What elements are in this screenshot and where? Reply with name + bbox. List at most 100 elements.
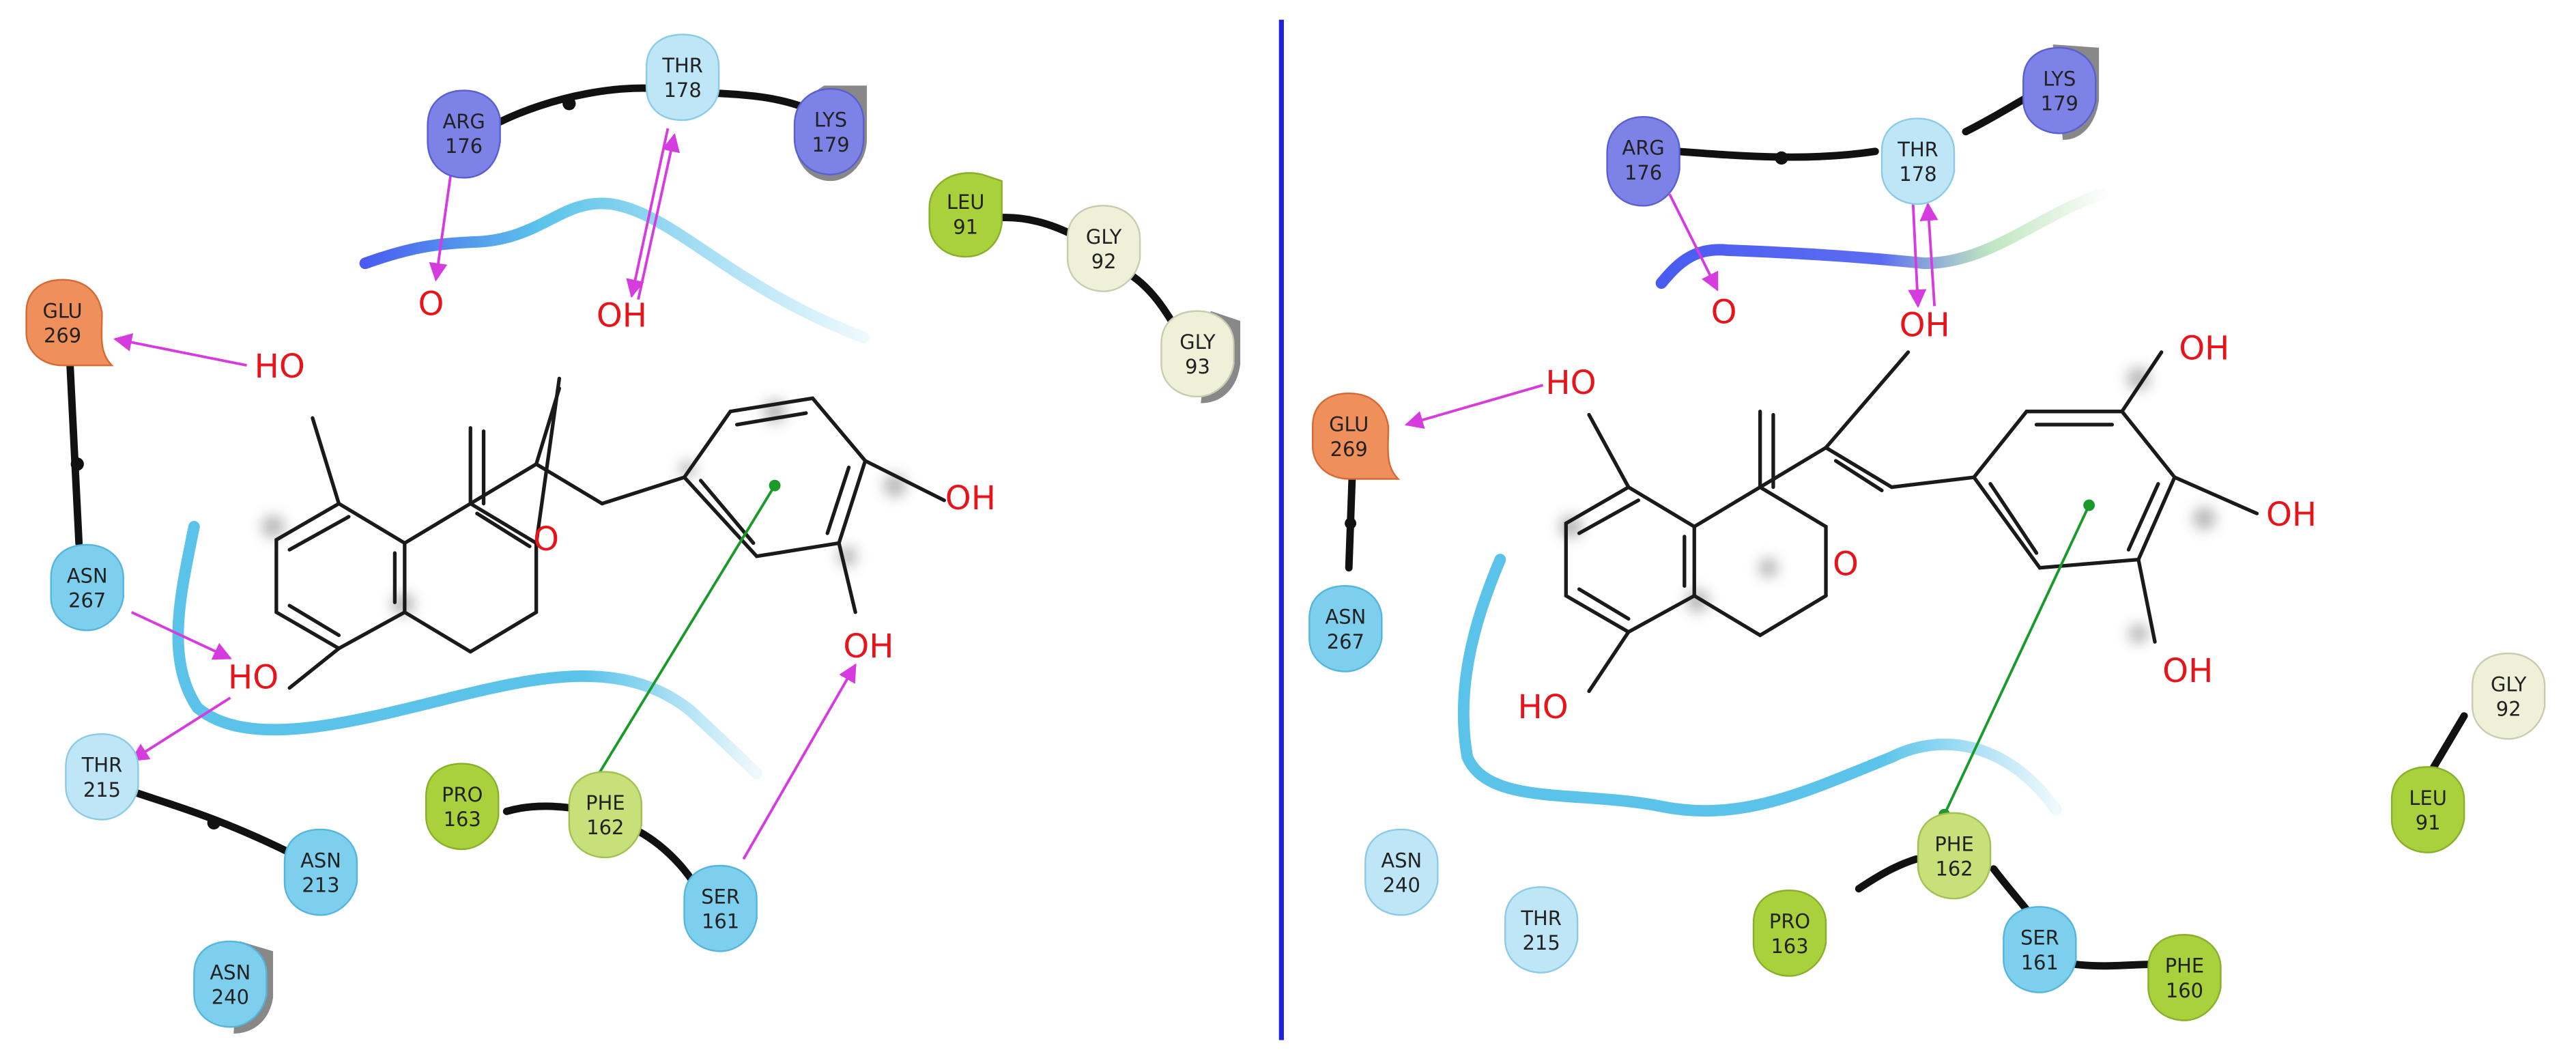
residue-phe160[interactable]: PHE 160 bbox=[2147, 934, 2222, 1021]
svg-text:215: 215 bbox=[1523, 931, 1560, 954]
hydroxyl-5-prime: OH bbox=[2162, 652, 2213, 690]
pocket-outline-right bbox=[1457, 188, 2108, 817]
residue-phe162[interactable]: PHE 162 bbox=[568, 771, 643, 859]
residue-glu269[interactable]: GLU 269 bbox=[1311, 392, 1401, 480]
svg-text:162: 162 bbox=[1935, 857, 1973, 880]
hydroxyl-3: OH bbox=[1900, 307, 1950, 345]
svg-text:93: 93 bbox=[1185, 355, 1210, 378]
svg-text:178: 178 bbox=[1899, 162, 1936, 186]
svg-text:ASN: ASN bbox=[1325, 606, 1366, 629]
svg-text:176: 176 bbox=[1625, 161, 1662, 184]
residue-asn267[interactable]: ASN 267 bbox=[1308, 584, 1383, 672]
hydroxyl-4-prime: OH bbox=[945, 479, 996, 517]
svg-text:LEU: LEU bbox=[947, 190, 985, 214]
svg-text:GLY: GLY bbox=[1179, 330, 1216, 354]
hydroxyl-5: HO bbox=[1545, 364, 1596, 402]
hydroxyl-3-prime: OH bbox=[843, 627, 893, 666]
ring-oxygen: O bbox=[533, 520, 559, 558]
carbonyl-oxygen: O bbox=[1711, 293, 1737, 331]
svg-text:ASN: ASN bbox=[67, 564, 108, 587]
residue-glu269[interactable]: GLU 269 bbox=[25, 279, 114, 367]
svg-text:ARG: ARG bbox=[442, 110, 485, 133]
svg-text:SER: SER bbox=[701, 885, 740, 908]
residue-pro163[interactable]: PRO 163 bbox=[425, 763, 500, 851]
residue-thr178[interactable]: THR 178 bbox=[1880, 117, 1956, 205]
right-panel: O OH HO O HO OH OH OH ARG 176 bbox=[1308, 44, 2546, 1021]
solvent-exposure-halos bbox=[261, 399, 906, 616]
solvent-exposure-halos-right bbox=[1559, 367, 2216, 644]
hydroxyl-3-prime: OH bbox=[2179, 329, 2229, 367]
svg-text:LYS: LYS bbox=[814, 109, 847, 132]
svg-text:ASN: ASN bbox=[300, 849, 341, 872]
ligand-atoms: O OH HO O HO OH OH bbox=[228, 285, 996, 696]
svg-text:THR: THR bbox=[1897, 138, 1938, 161]
ligand-atoms-right: O OH HO O HO OH OH OH bbox=[1517, 293, 2317, 726]
svg-text:213: 213 bbox=[302, 874, 339, 897]
svg-text:161: 161 bbox=[702, 910, 739, 933]
svg-text:GLU: GLU bbox=[42, 299, 82, 322]
svg-text:161: 161 bbox=[2021, 951, 2059, 974]
svg-text:ASN: ASN bbox=[210, 961, 251, 984]
svg-text:LYS: LYS bbox=[2043, 67, 2076, 90]
svg-text:ASN: ASN bbox=[1381, 849, 1422, 872]
residue-asn240[interactable]: ASN 240 bbox=[1364, 828, 1439, 916]
svg-text:269: 269 bbox=[44, 324, 81, 347]
residue-thr215[interactable]: THR 215 bbox=[1504, 886, 1579, 974]
residue-phe162[interactable]: PHE 162 bbox=[1917, 812, 1992, 900]
left-panel: O OH HO O HO OH OH ARG bbox=[25, 33, 1241, 1034]
residue-lys179[interactable]: LYS 179 bbox=[2022, 44, 2100, 140]
svg-text:PRO: PRO bbox=[442, 783, 483, 806]
svg-text:176: 176 bbox=[445, 134, 483, 158]
residue-gly93[interactable]: GLY 93 bbox=[1160, 310, 1241, 403]
residue-thr215[interactable]: THR 215 bbox=[65, 733, 139, 821]
residue-leu91[interactable]: LEU 91 bbox=[2390, 766, 2465, 853]
svg-text:PHE: PHE bbox=[2165, 954, 2204, 978]
ring-oxygen: O bbox=[1833, 545, 1859, 583]
svg-text:267: 267 bbox=[68, 589, 106, 612]
residue-gly92[interactable]: GLY 92 bbox=[1066, 205, 1141, 292]
residue-ser161[interactable]: SER 161 bbox=[2003, 906, 2077, 993]
svg-text:215: 215 bbox=[83, 778, 121, 801]
residue-thr178[interactable]: THR 178 bbox=[645, 33, 720, 122]
residue-arg176[interactable]: ARG 176 bbox=[427, 89, 501, 179]
svg-text:162: 162 bbox=[586, 816, 624, 839]
svg-text:240: 240 bbox=[1383, 874, 1420, 897]
svg-text:92: 92 bbox=[2496, 698, 2521, 721]
svg-text:240: 240 bbox=[212, 985, 249, 1008]
residue-asn213[interactable]: ASN 213 bbox=[283, 828, 358, 916]
svg-text:179: 179 bbox=[812, 133, 849, 156]
residue-asn240[interactable]: ASN 240 bbox=[193, 940, 274, 1034]
svg-text:178: 178 bbox=[664, 79, 702, 102]
svg-text:160: 160 bbox=[2166, 979, 2203, 1002]
svg-text:92: 92 bbox=[1091, 250, 1117, 273]
residue-lys179[interactable]: LYS 179 bbox=[793, 85, 868, 182]
svg-text:91: 91 bbox=[2416, 811, 2441, 834]
carbonyl-oxygen: O bbox=[418, 285, 444, 323]
svg-text:PHE: PHE bbox=[586, 791, 625, 814]
residue-gly92[interactable]: GLY 92 bbox=[2471, 652, 2546, 740]
svg-text:GLU: GLU bbox=[1329, 413, 1369, 436]
svg-text:PRO: PRO bbox=[1769, 910, 1810, 933]
hydroxyl-7: HO bbox=[1517, 688, 1568, 726]
hydrogen-bonds bbox=[113, 128, 857, 860]
residue-arg176[interactable]: ARG 176 bbox=[1606, 115, 1680, 207]
hydroxyl-7: HO bbox=[228, 659, 278, 697]
svg-text:179: 179 bbox=[2041, 92, 2078, 115]
hydroxyl-5: HO bbox=[255, 347, 305, 386]
svg-text:GLY: GLY bbox=[2491, 672, 2527, 696]
svg-text:THR: THR bbox=[661, 54, 702, 77]
residue-leu91[interactable]: LEU 91 bbox=[928, 172, 1003, 258]
svg-text:SER: SER bbox=[2020, 926, 2059, 950]
hydrogen-bonds-right bbox=[1404, 193, 1938, 429]
ligand-skeleton-right bbox=[1564, 350, 2259, 694]
residue-asn267[interactable]: ASN 267 bbox=[50, 543, 124, 632]
svg-text:ARG: ARG bbox=[1622, 137, 1664, 160]
residue-pro163[interactable]: PRO 163 bbox=[1752, 889, 1827, 977]
svg-text:267: 267 bbox=[1327, 630, 1364, 653]
residue-ser161[interactable]: SER 161 bbox=[683, 864, 758, 952]
svg-text:THR: THR bbox=[1520, 907, 1561, 930]
svg-text:LEU: LEU bbox=[2409, 786, 2447, 810]
left-residues: ARG 176 THR 178 LYS 179 LEU 91 GLY bbox=[25, 33, 1241, 1034]
svg-text:GLY: GLY bbox=[1086, 225, 1122, 249]
